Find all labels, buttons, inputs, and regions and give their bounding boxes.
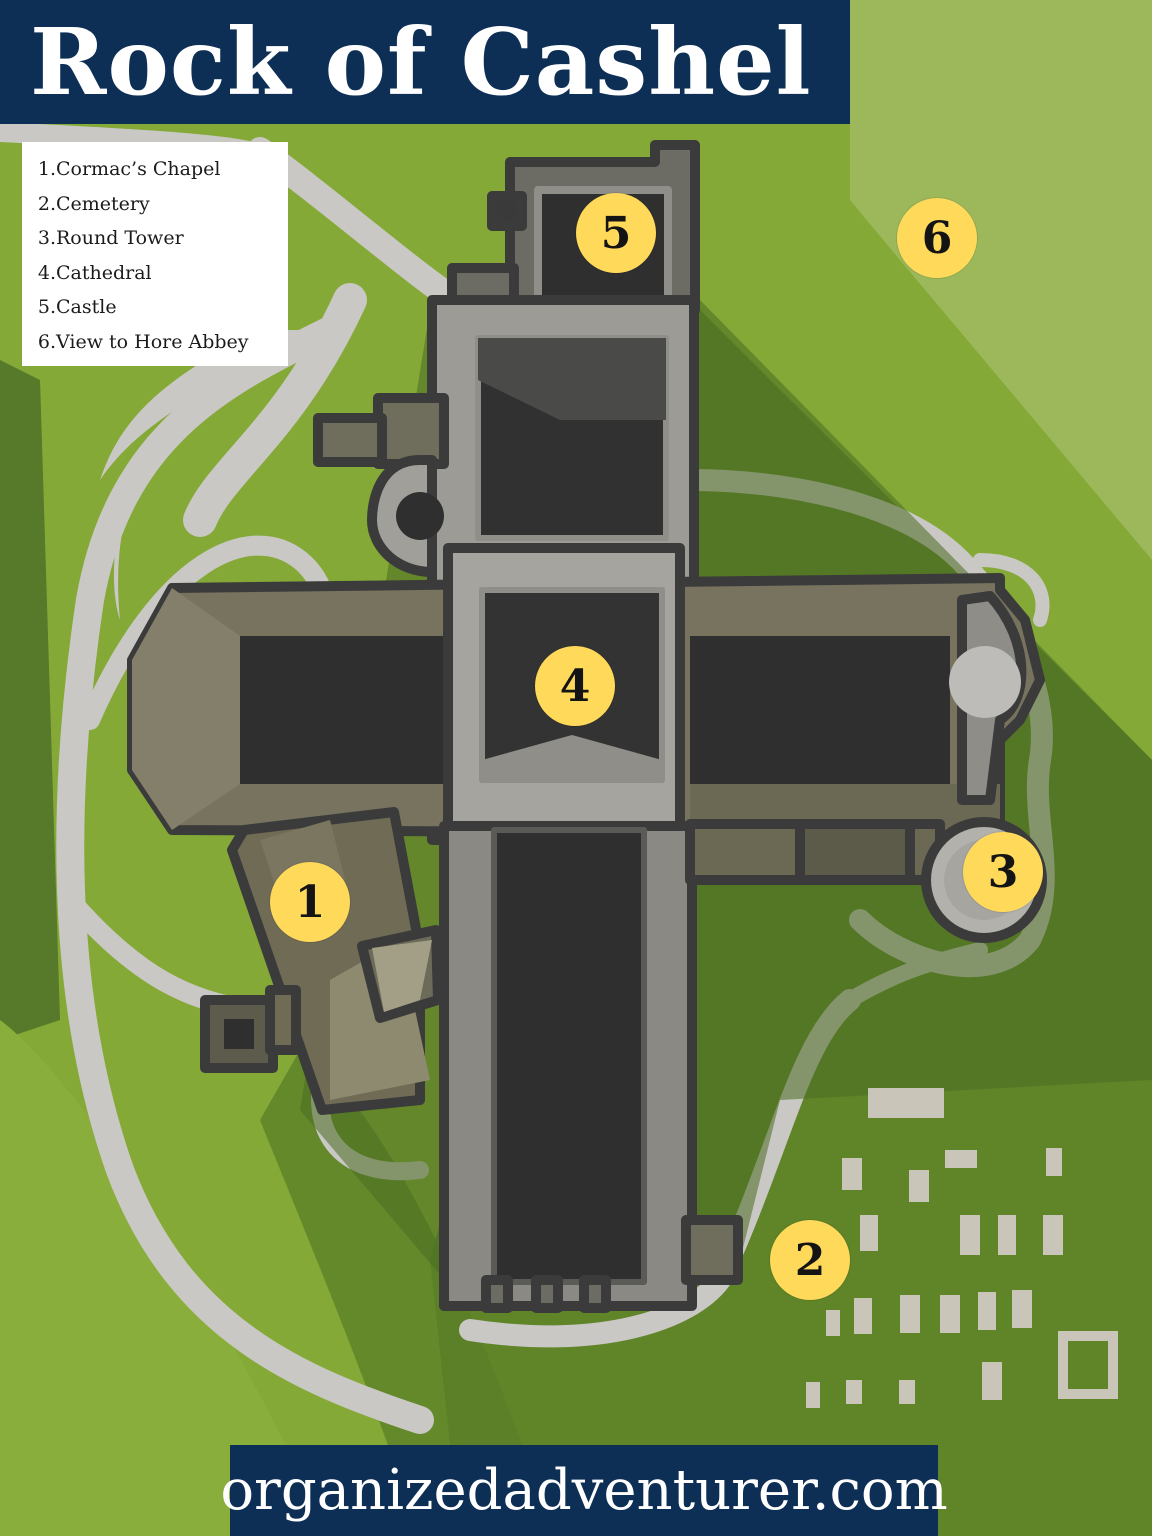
grass-shadow-south	[260, 1050, 600, 1536]
cemetery-headstones	[806, 1088, 1118, 1408]
dark-grass-west	[0, 360, 60, 1040]
legend-item: 6.View to Hore Abbey	[37, 330, 249, 353]
marker-cathedral: 4	[535, 646, 615, 726]
website-url: organizedadventurer.com	[220, 1458, 948, 1523]
map-title: Rock of Cashel	[30, 8, 812, 116]
marker-cemetery: 2	[770, 1220, 850, 1300]
marker-castle: 5	[576, 193, 656, 273]
cathedral-complex	[127, 140, 1047, 1313]
footer-banner: organizedadventurer.com	[220, 1445, 948, 1536]
legend-item: 1.Cormac’s Chapel	[37, 158, 221, 180]
legend-item: 4.Cathedral	[37, 261, 152, 284]
legend-item: 5.Castle	[37, 296, 117, 319]
title-banner: Rock of Cashel	[0, 0, 850, 124]
legend-item: 2.Cemetery	[37, 192, 150, 215]
marker-view-to-hore-abbey: 6	[897, 198, 977, 278]
marker-round-tower: 3	[963, 832, 1043, 912]
light-grass-ne	[850, 0, 1152, 560]
marker-cormacs-chapel: 1	[270, 862, 350, 942]
legend-item: 3.Round Tower	[37, 227, 184, 250]
map-legend: 1.Cormac’s Chapel 2.Cemetery 3.Round Tow…	[22, 142, 288, 366]
